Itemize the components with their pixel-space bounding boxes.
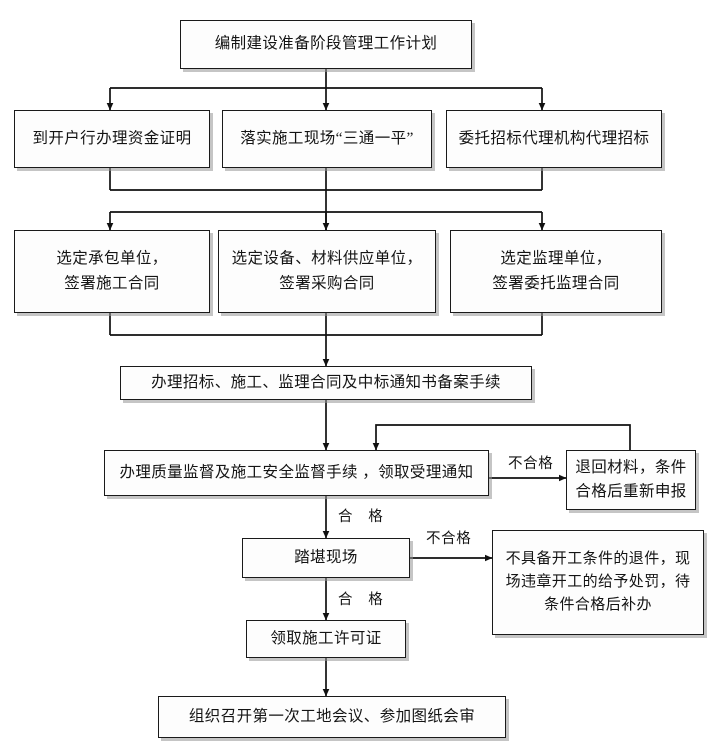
edge-n10-feedback-n9 bbox=[372, 424, 631, 451]
node-not-qualified-penalty[interactable]: 不具备开工条件的退件，现 场违章开工的给予处罚，待 条件合格后补办 bbox=[492, 530, 704, 635]
node-line: 办理招标、施工、监理合同及中标通知书备案手续 bbox=[151, 373, 501, 391]
node-return-materials[interactable]: 退回材料，条件 合格后重新申报 bbox=[566, 450, 696, 510]
node-line: 合格后重新申报 bbox=[575, 483, 687, 500]
node-line: 选定承包单位， bbox=[56, 250, 168, 268]
edge-label-qualified-survey: 合 格 bbox=[338, 509, 384, 525]
node-line: 到开户行办理资金证明 bbox=[32, 129, 192, 147]
node-construction-permit[interactable]: 领取施工许可证 bbox=[246, 620, 406, 658]
node-line: 编制建设准备阶段管理工作计划 bbox=[214, 35, 438, 53]
node-line: 不具备开工条件的退件，现 bbox=[505, 550, 691, 567]
node-line: 领取施工许可证 bbox=[270, 629, 382, 647]
node-line: 办理质量监督及施工安全监督手续 ，领取受理通知 bbox=[119, 463, 474, 481]
node-line: 落实施工现场“三通一平” bbox=[240, 129, 414, 147]
node-line: 签署委托监理合同 bbox=[492, 274, 620, 292]
node-site-survey[interactable]: 踏堪现场 bbox=[242, 538, 410, 578]
node-line: 踏堪现场 bbox=[294, 548, 358, 566]
node-line: 场违章开工的给予处罚，待 bbox=[505, 573, 691, 590]
node-bank-fund-certificate[interactable]: 到开户行办理资金证明 bbox=[14, 110, 210, 168]
node-line: 委托招标代理机构代理招标 bbox=[458, 129, 650, 147]
node-line: 条件合格后补办 bbox=[544, 597, 652, 614]
node-line: 签署采购合同 bbox=[279, 274, 375, 292]
node-select-supervisor[interactable]: 选定监理单位， 签署委托监理合同 bbox=[450, 230, 662, 313]
edge-label-unqualified-survey: 不合格 bbox=[426, 531, 472, 547]
node-bidding-agency[interactable]: 委托招标代理机构代理招标 bbox=[446, 110, 662, 168]
node-select-contractor[interactable]: 选定承包单位， 签署施工合同 bbox=[14, 230, 210, 313]
node-line: 选定监理单位， bbox=[500, 250, 612, 268]
node-line: 组织召开第一次工地会议、参加图纸会审 bbox=[188, 707, 476, 725]
node-line: 选定设备、材料供应单位， bbox=[231, 250, 423, 268]
node-site-three-connections[interactable]: 落实施工现场“三通一平” bbox=[222, 110, 432, 168]
edge-label-qualified-permit: 合 格 bbox=[338, 592, 384, 608]
node-line: 签署施工合同 bbox=[64, 274, 160, 292]
node-contract-filing[interactable]: 办理招标、施工、监理合同及中标通知书备案手续 bbox=[120, 366, 532, 400]
node-line: 退回材料，条件 bbox=[575, 458, 687, 476]
node-quality-safety-supervision[interactable]: 办理质量监督及施工安全监督手续 ，领取受理通知 bbox=[104, 450, 489, 496]
node-plan-preparation-stage[interactable]: 编制建设准备阶段管理工作计划 bbox=[180, 20, 472, 69]
node-select-supplier[interactable]: 选定设备、材料供应单位， 签署采购合同 bbox=[218, 230, 436, 313]
node-first-site-meeting[interactable]: 组织召开第一次工地会议、参加图纸会审 bbox=[158, 696, 506, 738]
edge-label-unqualified-supervision: 不合格 bbox=[508, 456, 554, 472]
